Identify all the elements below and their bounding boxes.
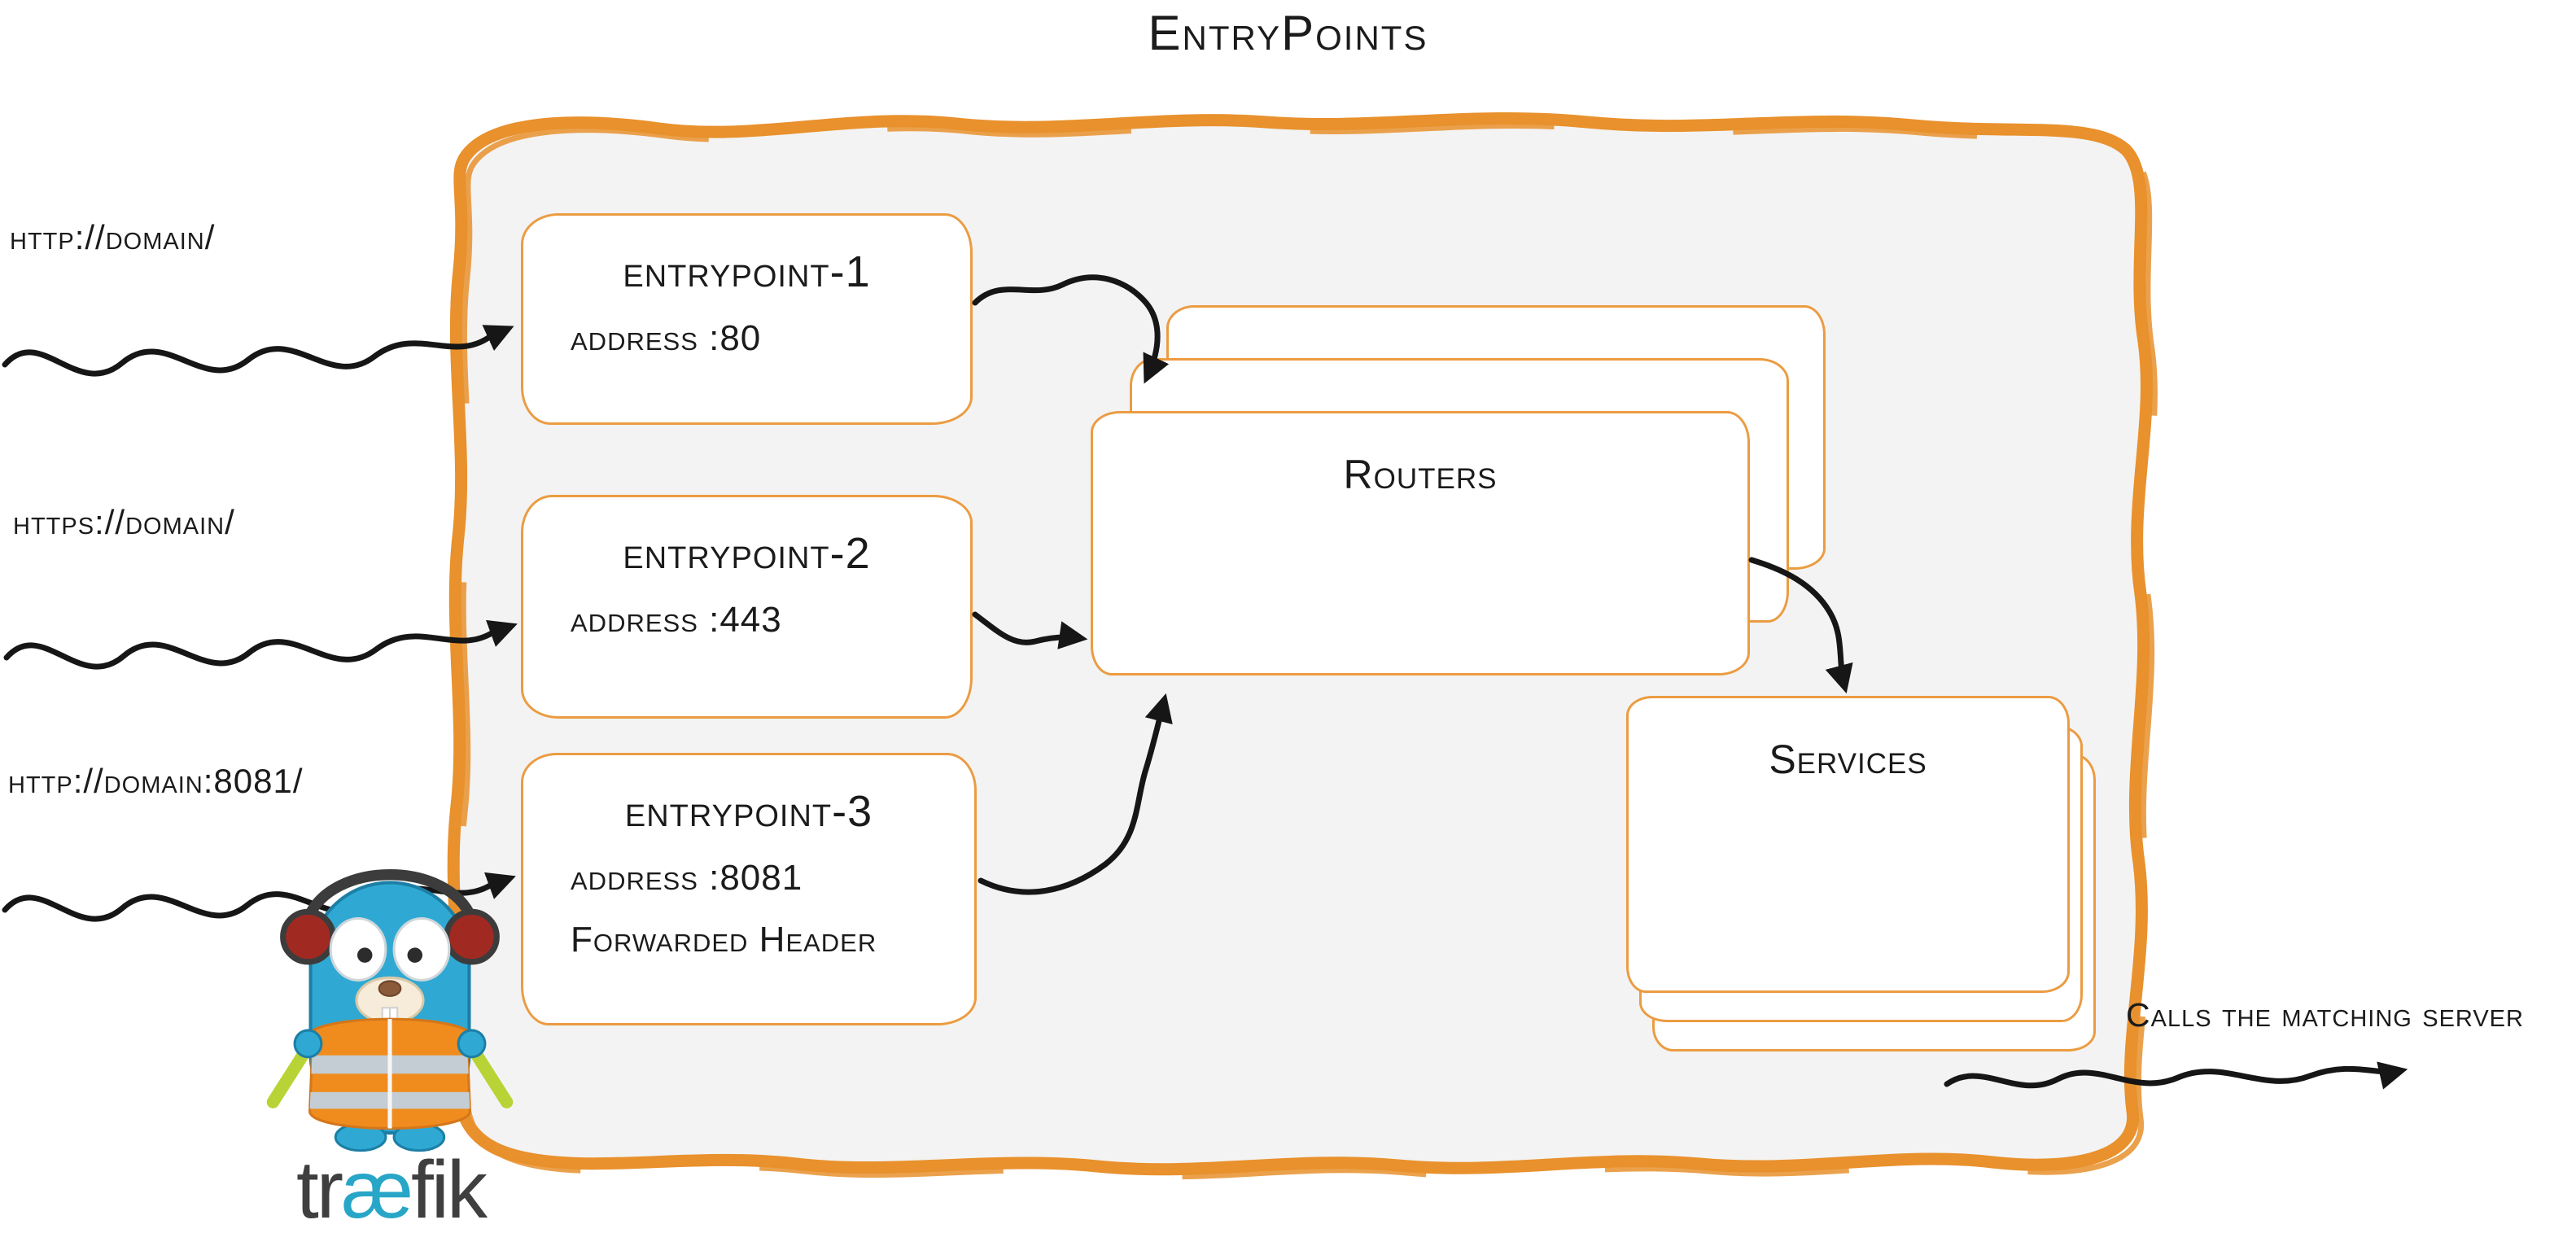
entrypoint-2-name: entrypoint-2 bbox=[623, 529, 871, 578]
frame-brush-texture bbox=[458, 123, 2158, 1180]
headphone-cup-left-icon bbox=[280, 908, 336, 965]
gopher-nose bbox=[378, 980, 402, 997]
vest-stripes-icon bbox=[309, 1019, 470, 1129]
entrypoint-3-address: address :8081 bbox=[571, 858, 803, 898]
entrypoint-3-box: entrypoint-3 address :8081 Forwarded Hea… bbox=[521, 753, 977, 1025]
gopher-pupil-left bbox=[357, 947, 373, 963]
headphone-cup-right-icon bbox=[444, 908, 500, 965]
gopher-icon bbox=[266, 869, 514, 1152]
gopher-hand-left bbox=[293, 1029, 323, 1059]
diagram-title: EntryPoints bbox=[1148, 6, 1428, 60]
request-label-https: https://domain/ bbox=[13, 503, 235, 541]
routers-box: Routers bbox=[1091, 411, 1750, 676]
entrypoint-1-box: entrypoint-1 address :80 bbox=[521, 213, 973, 425]
entrypoint-3-forwarded-header: Forwarded Header bbox=[571, 920, 877, 960]
request-label-http-8081: http://domain:8081/ bbox=[8, 762, 304, 800]
exit-label: Calls the matching server bbox=[2126, 996, 2524, 1034]
wordmark-ae: æ bbox=[341, 1144, 413, 1233]
services-box: Services bbox=[1626, 696, 2070, 993]
entrypoint-2-address: address :443 bbox=[571, 600, 782, 640]
request-label-http: http://domain/ bbox=[10, 218, 216, 256]
wordmark-pre: tr bbox=[295, 1144, 343, 1233]
entrypoint-2-box: entrypoint-2 address :443 bbox=[521, 495, 973, 719]
traefik-mascot bbox=[259, 837, 521, 1162]
entrypoint-3-name: entrypoint-3 bbox=[624, 787, 873, 836]
wordmark-post: fik bbox=[411, 1144, 488, 1233]
routers-label: Routers bbox=[1343, 452, 1498, 497]
traefik-wordmark: træfik bbox=[244, 1149, 537, 1231]
entrypoint-1-address: address :80 bbox=[571, 318, 762, 358]
entrypoint-1-name: entrypoint-1 bbox=[623, 247, 871, 296]
gopher-pupil-right bbox=[407, 947, 422, 963]
services-label: Services bbox=[1769, 737, 1927, 782]
gopher-eye-right bbox=[392, 916, 451, 982]
gopher-eye-left bbox=[329, 916, 387, 982]
gopher-hand-right bbox=[457, 1029, 487, 1059]
